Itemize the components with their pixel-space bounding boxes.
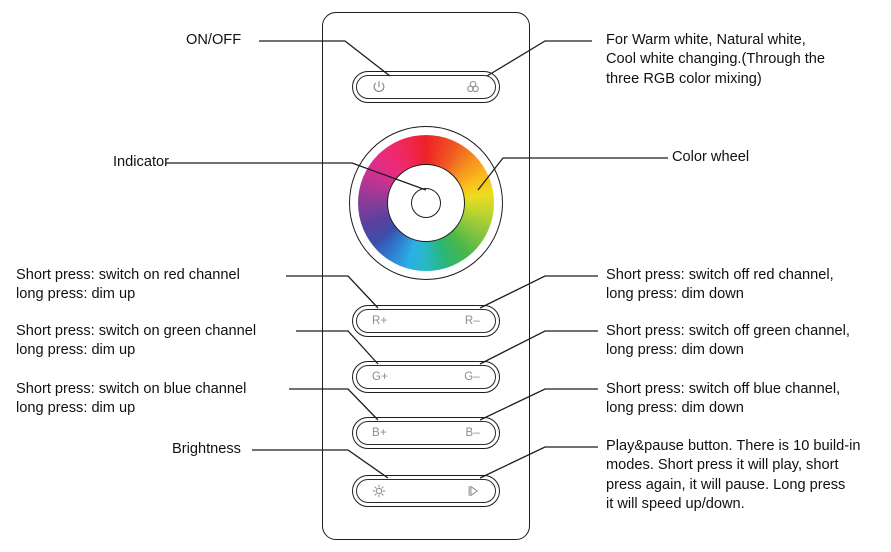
power-mode-button-row[interactable]	[352, 71, 500, 103]
pill-inner-border	[356, 365, 496, 389]
r-minus-button[interactable]: R–	[464, 315, 480, 327]
play-icon[interactable]	[465, 483, 481, 499]
b-plus-button[interactable]: B+	[372, 427, 387, 439]
color-wheel[interactable]	[349, 126, 503, 280]
annotation-play-pause: Play&pause button. There is 10 build-in …	[606, 438, 861, 512]
pill-inner-border	[356, 309, 496, 333]
g-plus-button[interactable]: G+	[372, 371, 389, 383]
annotation-color-wheel: Color wheel	[672, 149, 750, 165]
blue-channel-button-row[interactable]: B+ B–	[352, 417, 500, 449]
brightness-icon[interactable]	[371, 483, 387, 499]
controller-panel: R+ R– G+ G– B+ B–	[322, 12, 530, 540]
r-plus-button[interactable]: R+	[372, 315, 388, 327]
pill-inner-border	[356, 421, 496, 445]
annotation-white-modes: For Warm white, Natural white, Cool whit…	[606, 32, 826, 87]
annotation-brightness: Brightness	[172, 441, 241, 457]
color-wheel-outer-ring	[349, 126, 503, 280]
g-minus-button[interactable]: G–	[464, 371, 480, 383]
green-channel-button-row[interactable]: G+ G–	[352, 361, 500, 393]
annotation-green-off: Short press: switch off green channel, l…	[606, 323, 850, 359]
annotation-red-off: Short press: switch off red channel, lon…	[606, 267, 834, 303]
indicator	[411, 188, 441, 218]
pill-inner-border	[356, 479, 496, 503]
annotation-blue-on: Short press: switch on blue channel long…	[16, 381, 247, 417]
red-channel-button-row[interactable]: R+ R–	[352, 305, 500, 337]
brightness-play-button-row[interactable]	[352, 475, 500, 507]
pill-inner-border	[356, 75, 496, 99]
annotation-on-off: ON/OFF	[186, 32, 242, 48]
annotation-blue-off: Short press: switch off blue channel, lo…	[606, 381, 841, 417]
annotation-green-on: Short press: switch on green channel lon…	[16, 323, 257, 359]
annotation-red-on: Short press: switch on red channel long …	[16, 267, 240, 303]
power-icon[interactable]	[371, 79, 387, 95]
annotation-indicator: Indicator	[113, 154, 169, 170]
rgb-mix-icon[interactable]	[465, 79, 481, 95]
b-minus-button[interactable]: B–	[465, 427, 480, 439]
